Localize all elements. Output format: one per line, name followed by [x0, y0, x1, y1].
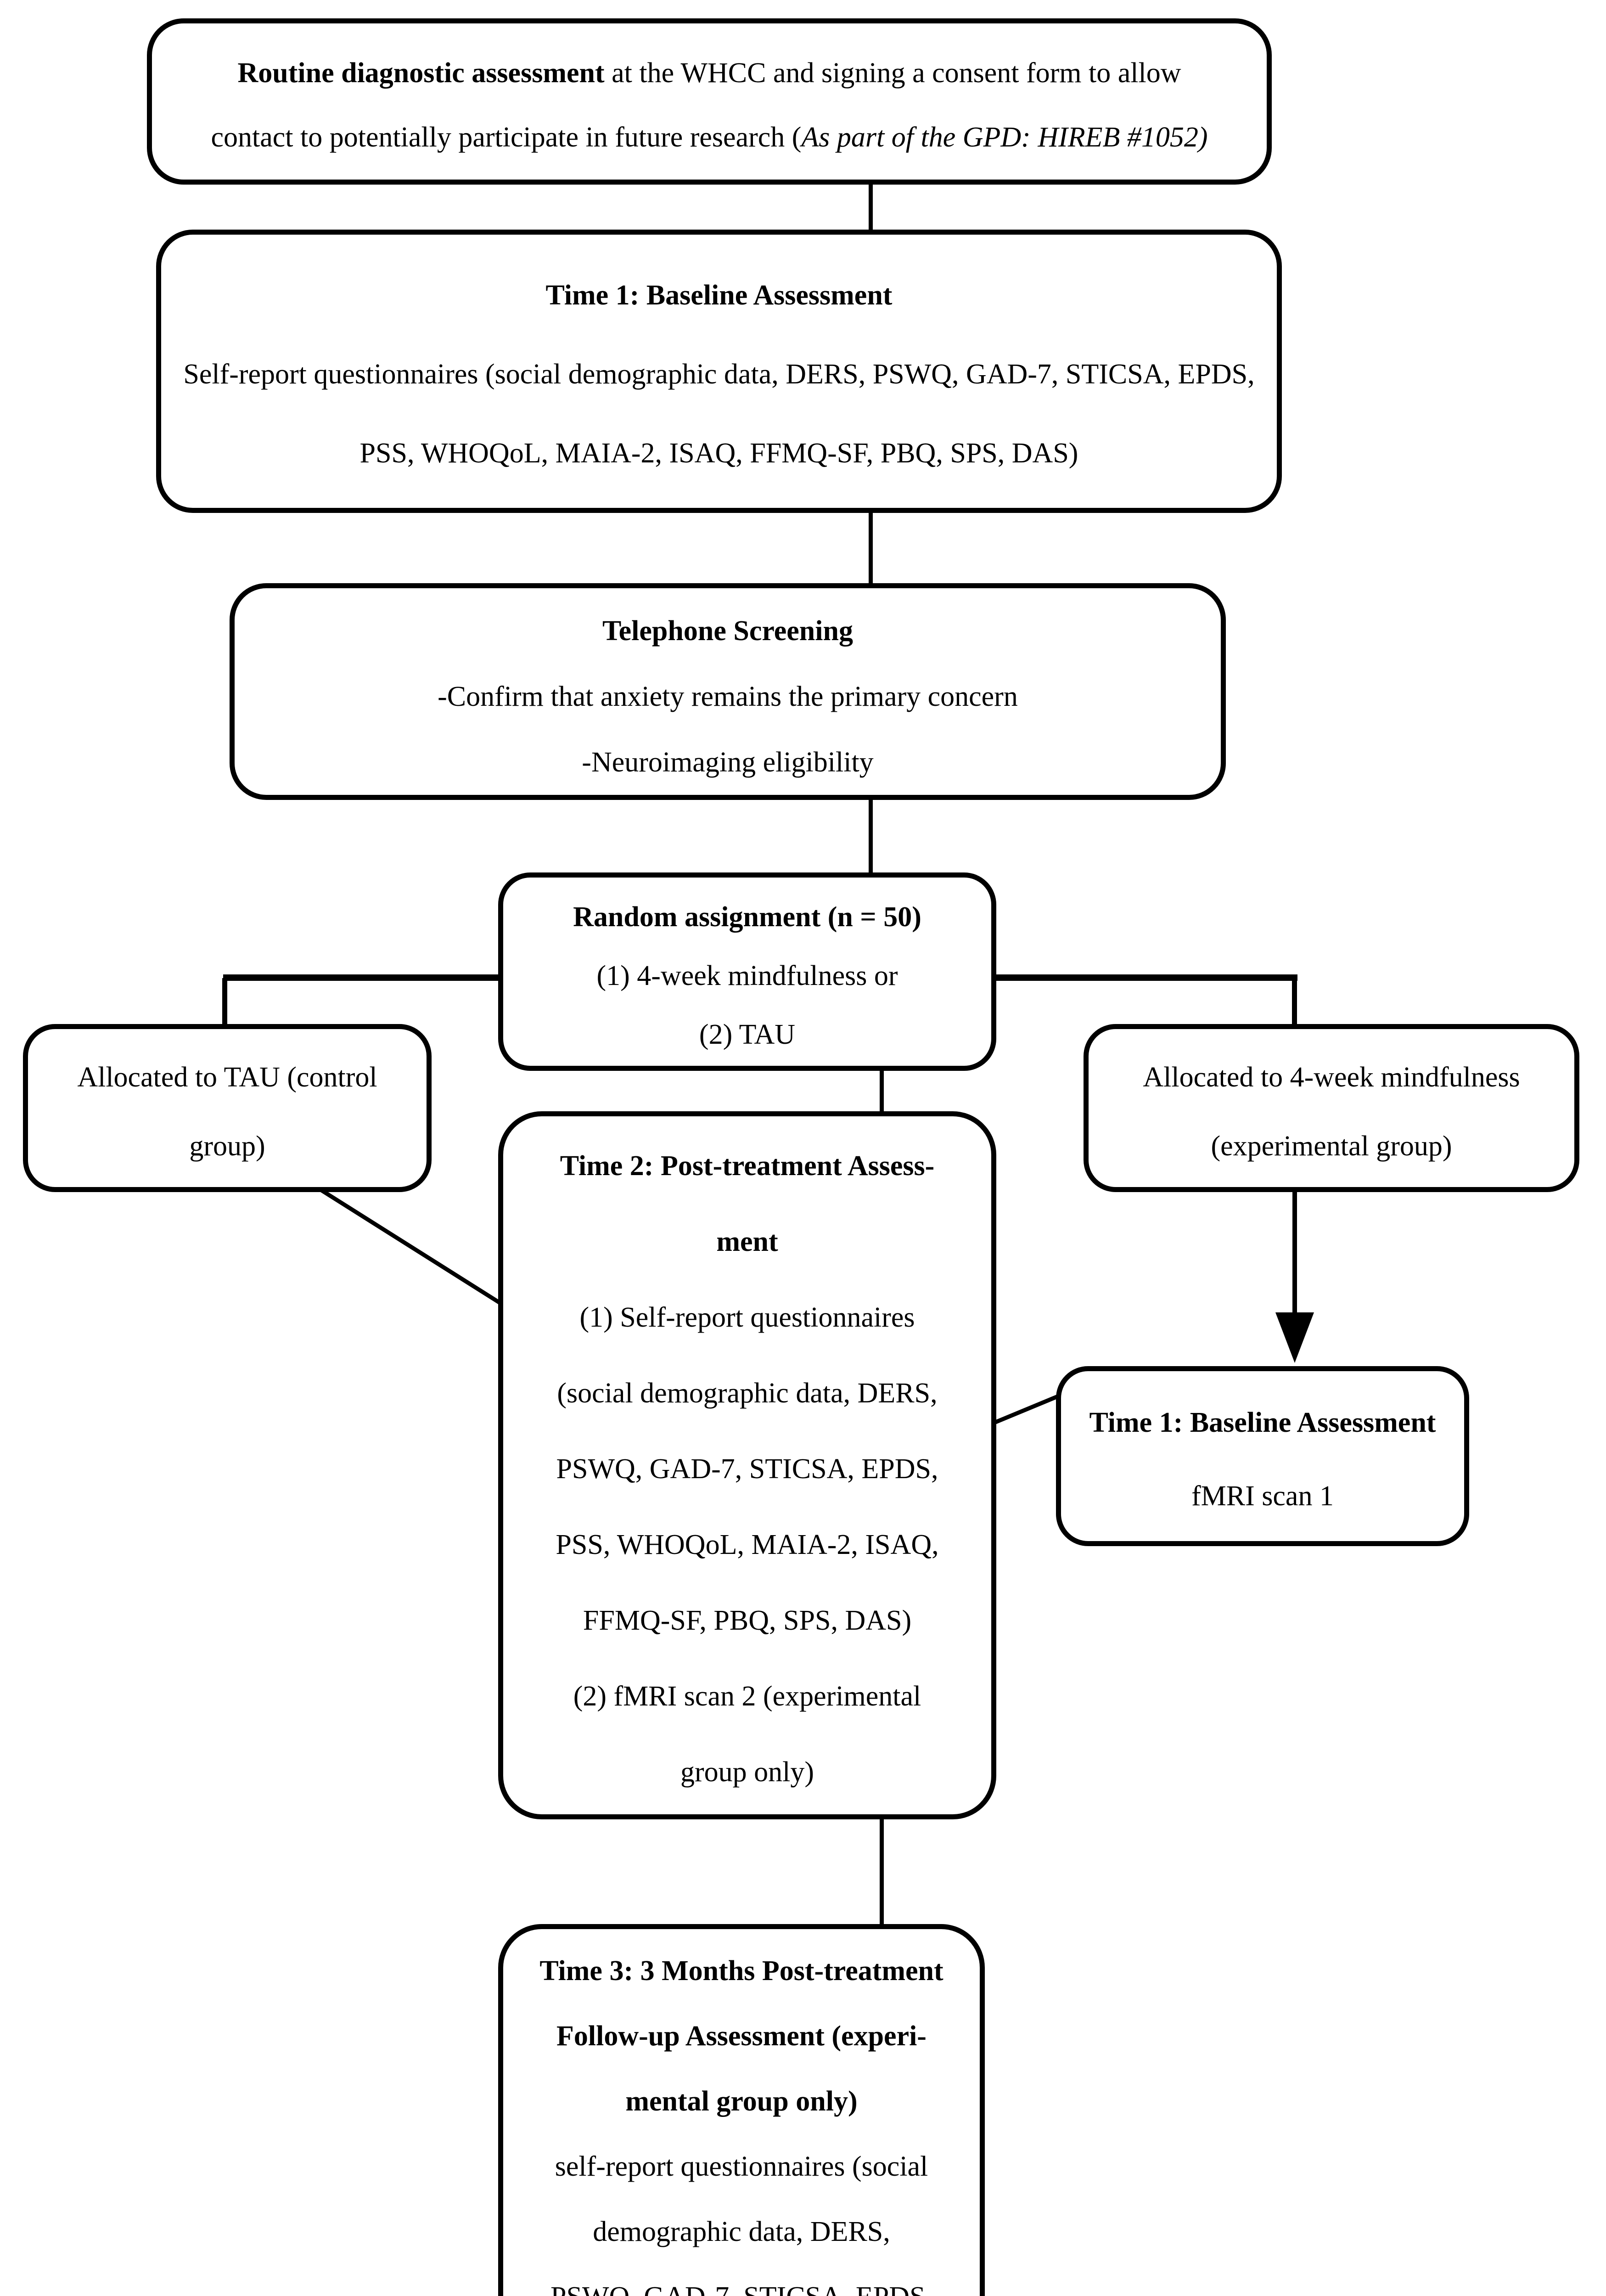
tau-body-line: Allocated to TAU (control	[77, 1062, 377, 1093]
screening-body-line: -Confirm that anxiety remains the primar…	[438, 681, 1018, 712]
routine-rest-text: at the WHCC and signing a consent form t…	[604, 57, 1181, 89]
routine-italic-text: As part of the GPD: HIREB #1052)	[801, 122, 1208, 153]
connector-screening-to-random	[869, 799, 873, 873]
time3-body-line: PSWQ, GAD-7, STICSA, EPDS,	[503, 2264, 980, 2296]
time3-title-line: Time 3: 3 Months Post-treatment	[539, 1955, 943, 1986]
random-body-line: (2) TAU	[699, 1019, 796, 1050]
baseline-body-line: Self-report questionnaires (social demog…	[183, 359, 1255, 390]
screening-body-line: -Neuroimaging eligibility	[582, 747, 874, 778]
time2-body-line: group only)	[680, 1756, 814, 1788]
connector-random-to-tau-horizontal	[223, 974, 500, 981]
fmri-title: Time 1: Baseline Assessment	[1089, 1407, 1436, 1438]
mindfulness-body-line: Allocated to 4-week mindfulness	[1143, 1062, 1520, 1093]
time3-title-line: mental group only)	[625, 2086, 858, 2117]
routine-line2-text: contact to potentially participate in fu…	[211, 122, 802, 153]
telephone-screening-box: Telephone Screening -Confirm that anxiet…	[230, 583, 1226, 800]
connector-random-to-mindfulness-vertical	[1292, 978, 1297, 1025]
time2-title-line: Time 2: Post-treatment Assess-	[560, 1150, 935, 1182]
followup-box: Time 3: 3 Months Post-treatment Follow-u…	[498, 1924, 985, 2296]
routine-bold-text: Routine diagnostic assessment	[237, 57, 605, 89]
routine-line-1: Routine diagnostic assessment at the WHC…	[152, 41, 1267, 105]
time2-body-line: PSWQ, GAD-7, STICSA, EPDS,	[556, 1453, 938, 1485]
connector-fmri-to-time2-diagonal	[994, 1394, 1060, 1425]
connector-random-to-mindfulness-horizontal	[994, 974, 1297, 981]
time2-body-line: PSS, WHOQoL, MAIA-2, ISAQ,	[556, 1529, 939, 1560]
post-treatment-box: Time 2: Post-treatment Assess- ment (1) …	[498, 1111, 996, 1819]
connector-time2-to-time3	[880, 1818, 884, 1925]
mindfulness-allocation-box: Allocated to 4-week mindfulness (experim…	[1084, 1024, 1579, 1192]
random-assignment-box: Random assignment (n = 50) (1) 4-week mi…	[498, 872, 996, 1071]
time2-title-line: ment	[716, 1226, 778, 1257]
time3-body-line: demographic data, DERS,	[593, 2216, 890, 2247]
time3-body-line: self-report questionnaires (social	[555, 2151, 928, 2182]
tau-body-line: group)	[189, 1131, 265, 1162]
baseline-title: Time 1: Baseline Assessment	[545, 280, 893, 311]
baseline-assessment-box: Time 1: Baseline Assessment Self-report …	[156, 230, 1282, 513]
routine-assessment-box: Routine diagnostic assessment at the WHC…	[147, 18, 1272, 185]
connector-random-to-tau-vertical	[222, 978, 227, 1025]
time2-body-line: FFMQ-SF, PBQ, SPS, DAS)	[583, 1605, 912, 1636]
time3-title-line: Follow-up Assessment (experi-	[556, 2020, 927, 2052]
connector-baseline-to-screening	[869, 512, 873, 584]
screening-title: Telephone Screening	[602, 615, 853, 647]
connector-random-to-time2	[880, 1070, 884, 1112]
time2-body-line: (1) Self-report questionnaires	[579, 1302, 915, 1333]
routine-line-2: contact to potentially participate in fu…	[152, 105, 1267, 169]
random-title: Random assignment (n = 50)	[573, 901, 921, 933]
connector-routine-to-baseline	[869, 184, 873, 231]
time2-body-line: (social demographic data, DERS,	[557, 1378, 938, 1409]
mindfulness-body-line: (experimental group)	[1211, 1131, 1452, 1162]
baseline-body-line: PSS, WHOQoL, MAIA-2, ISAQ, FFMQ-SF, PBQ,…	[359, 438, 1078, 469]
random-body-line: (1) 4-week mindfulness or	[596, 960, 898, 991]
fmri-body-line: fMRI scan 1	[1191, 1480, 1334, 1512]
connector-tau-to-time2-diagonal	[320, 1188, 502, 1305]
fmri-baseline-box: Time 1: Baseline Assessment fMRI scan 1	[1056, 1366, 1469, 1546]
down-arrowhead-icon	[1275, 1312, 1314, 1363]
tau-allocation-box: Allocated to TAU (control group)	[23, 1024, 432, 1192]
time2-body-line: (2) fMRI scan 2 (experimental	[573, 1681, 921, 1712]
